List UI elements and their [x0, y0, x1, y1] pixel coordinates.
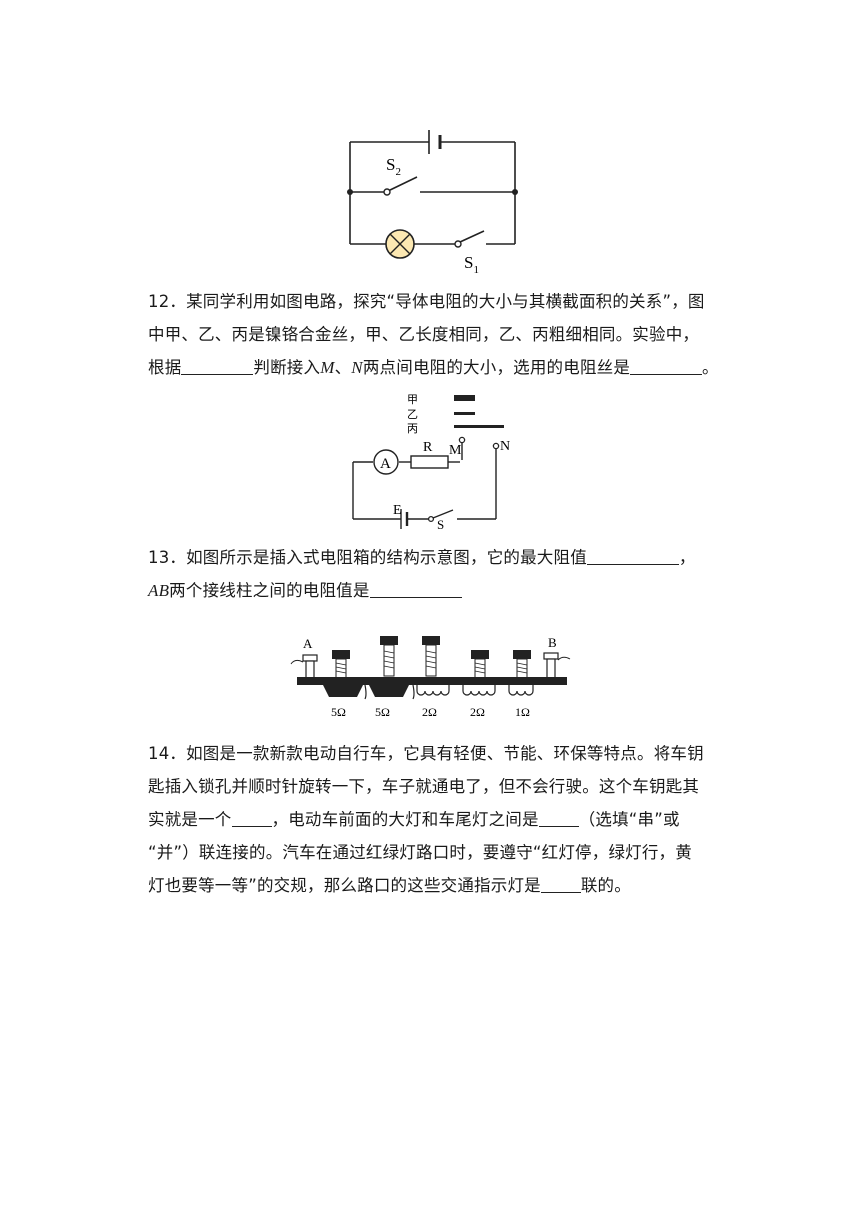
svg-text:R: R [423, 440, 433, 455]
svg-text:S: S [437, 517, 444, 532]
question-number: 13． [148, 548, 187, 567]
resistor-label-1ohm: 1Ω [515, 705, 530, 719]
ammeter-symbol: A [373, 449, 399, 475]
question-number: 14． [148, 744, 187, 763]
svg-text:A: A [303, 636, 313, 651]
svg-text:M: M [449, 443, 462, 458]
question-13: 13．如图所示是插入式电阻箱的结构示意图，它的最大阻值， AB两个接线柱之间的电… [148, 546, 696, 600]
answer-blank[interactable] [181, 356, 254, 375]
question-12: 12．某同学利用如图电路，探究“导体电阻的大小与其横截面积的关系”，图 中甲、乙… [148, 292, 719, 377]
answer-blank[interactable] [540, 874, 581, 893]
wire-bing [454, 425, 504, 428]
circuit-diagram-1: S2 S1 [347, 130, 518, 276]
resistor-label-2ohm-a: 2Ω [422, 705, 437, 719]
answer-blank[interactable] [231, 808, 272, 827]
wire-yi [454, 412, 475, 415]
label-s1: S1 [464, 253, 479, 276]
svg-text:乙: 乙 [407, 408, 418, 421]
answer-blank[interactable] [369, 579, 462, 598]
resistor-label-2ohm-b: 2Ω [470, 705, 485, 719]
label-s2: S2 [386, 155, 401, 178]
resistor-symbol [410, 455, 449, 469]
lamp-symbol [385, 229, 415, 259]
answer-blank[interactable] [586, 546, 679, 565]
resistor-label-5ohm-a: 5Ω [331, 705, 346, 719]
resistor-label-5ohm-b: 5Ω [375, 705, 390, 719]
svg-text:甲: 甲 [407, 393, 418, 406]
question-number: 12． [148, 292, 187, 311]
wire-jia [454, 395, 475, 401]
svg-text:丙: 丙 [407, 422, 418, 435]
svg-text:E: E [393, 503, 402, 518]
resistance-box-diagram: A B 5Ω 5Ω 2Ω 2 [290, 635, 571, 719]
answer-blank[interactable] [538, 808, 579, 827]
question-14: 14．如图是一款新款电动自行车，它具有轻便、节能、环保等特点。将车钥 匙插入锁孔… [148, 744, 704, 895]
circuit-diagram-2: 甲 乙 丙 A R M N E S [352, 393, 510, 532]
answer-blank[interactable] [630, 356, 703, 375]
svg-text:A: A [380, 456, 391, 472]
svg-text:B: B [548, 635, 557, 650]
svg-text:N: N [500, 439, 510, 454]
